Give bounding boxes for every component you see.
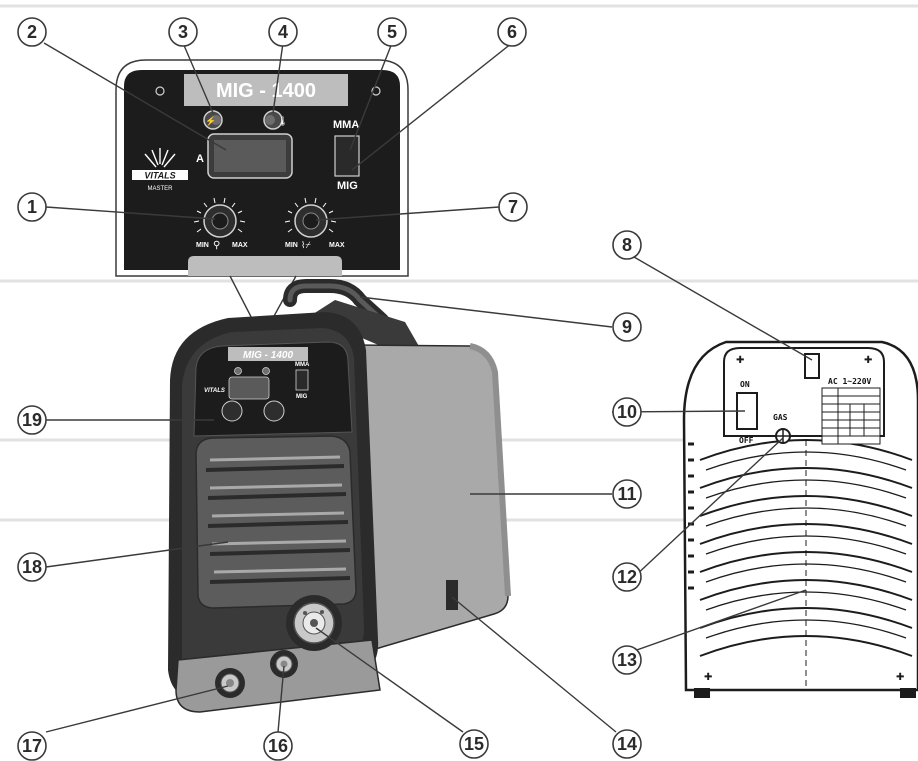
svg-text:9: 9	[622, 317, 632, 337]
corner-screw-icon-2: ✚	[864, 355, 872, 366]
knob2-max-label: MAX	[329, 242, 345, 249]
lightning-icon: ⚡	[205, 115, 216, 127]
rear-view: ✚ ✚ ✚ ✚ AC 1~220V ON OFF GAS	[682, 340, 918, 698]
brand-sub-text: MASTER	[147, 186, 173, 192]
callout-badges: 1 2 3 4 5 6 7 8 9 10 11 12 13 14 15 16 1…	[17, 17, 642, 761]
mode-switch[interactable]	[334, 135, 360, 177]
output-terminal-left[interactable]	[215, 668, 245, 698]
gas-label: GAS	[773, 413, 788, 422]
callout-13: 13	[612, 645, 642, 675]
power-off-label: OFF	[739, 436, 754, 445]
euro-torch-connector[interactable]	[286, 595, 342, 651]
knob1-min-label: MIN	[196, 242, 209, 249]
svg-text:19: 19	[22, 410, 42, 430]
callout-14: 14	[612, 729, 642, 759]
thermometer-icon: 🌡	[277, 116, 288, 126]
brand-logo: VITALS MASTER	[132, 148, 188, 192]
callout-17: 17	[17, 731, 47, 761]
gas-inlet[interactable]	[775, 428, 791, 444]
knob2-min-label: MIN	[285, 242, 298, 249]
svg-text:14: 14	[617, 734, 637, 754]
svg-text:11: 11	[617, 484, 636, 504]
svg-text:7: 7	[508, 197, 518, 217]
output-terminal-right[interactable]	[270, 650, 298, 678]
callout-9: 9	[612, 312, 642, 342]
mode-mma-label: MMA	[333, 119, 359, 131]
callout-11: 11	[612, 479, 642, 509]
svg-text:1: 1	[27, 197, 37, 217]
svg-text:6: 6	[507, 22, 517, 42]
callout-10: 10	[612, 397, 642, 427]
power-indicator-lamp: ⚡	[203, 110, 223, 130]
callout-7: 7	[498, 192, 528, 222]
welder-body: MIG - 1400 MMA MIG VITALS	[168, 279, 511, 713]
front-grille	[195, 435, 357, 609]
svg-text:3: 3	[178, 22, 188, 42]
panel-model-label: MIG - 1400	[216, 80, 316, 102]
callout-3: 3	[168, 17, 198, 47]
callout-16: 16	[263, 731, 293, 761]
body-mig-label: MIG	[296, 394, 308, 400]
rating-plate	[821, 387, 881, 445]
supply-label: AC 1~220V	[828, 377, 872, 386]
power-on-label: ON	[740, 380, 750, 389]
callout-4: 4	[268, 17, 298, 47]
body-mma-label: MMA	[295, 362, 310, 368]
callout-12: 12	[612, 562, 642, 592]
arc-voltage-icon: ⌇⌿	[301, 240, 311, 250]
svg-text:8: 8	[622, 235, 632, 255]
ampere-letter: A	[196, 153, 204, 165]
side-slot	[446, 580, 458, 610]
svg-text:13: 13	[617, 650, 637, 670]
callout-5: 5	[377, 17, 407, 47]
wire-speed-knob[interactable]	[193, 197, 246, 238]
corner-screw-icon: ✚	[736, 355, 744, 366]
svg-text:5: 5	[387, 22, 397, 42]
callout-8: 8	[612, 230, 642, 260]
callout-1: 1	[17, 192, 47, 222]
callout-15: 15	[459, 729, 489, 759]
svg-text:10: 10	[617, 402, 637, 422]
overheat-indicator-lamp: 🌡	[263, 110, 288, 130]
svg-text:16: 16	[268, 736, 288, 756]
svg-text:15: 15	[464, 734, 484, 754]
callout-18: 18	[17, 552, 47, 582]
callout-6: 6	[497, 17, 527, 47]
svg-text:18: 18	[22, 557, 42, 577]
callout-2: 2	[17, 17, 47, 47]
body-model-label: MIG - 1400	[243, 350, 293, 361]
leader-lines	[43, 42, 813, 733]
svg-text:2: 2	[27, 22, 37, 42]
wire-feed-icon: ⚲	[213, 240, 220, 251]
foot-icon-2: ✚	[896, 672, 904, 683]
control-panel-zoom: MIG - 1400 ⚡ 🌡 A MMA MIG	[115, 59, 409, 277]
mode-mig-label: MIG	[337, 180, 358, 192]
voltage-knob[interactable]	[284, 197, 337, 238]
power-cable-inlet	[804, 353, 820, 379]
body-brand-text: VITALS	[204, 388, 225, 394]
brand-text: VITALS	[144, 171, 175, 181]
svg-text:17: 17	[22, 736, 42, 756]
knob1-max-label: MAX	[232, 242, 248, 249]
svg-text:12: 12	[617, 567, 637, 587]
callout-19: 19	[17, 405, 47, 435]
svg-text:4: 4	[278, 22, 288, 42]
foot-icon: ✚	[704, 672, 712, 683]
